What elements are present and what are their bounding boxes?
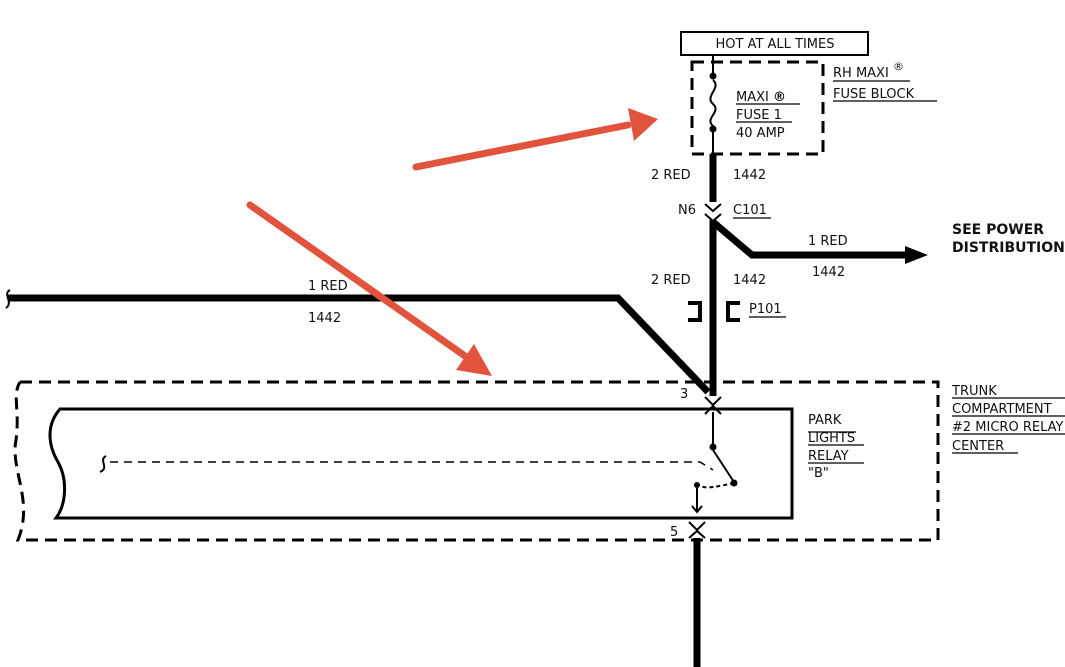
wire-left-break-symbol [5,289,11,309]
annotation-arrow-relay [246,201,492,376]
relay-name-2: LIGHTS [808,431,855,446]
wire-top-circuit: 1442 [733,168,766,183]
c101-pin: N6 [678,203,696,218]
fuse-symbol [709,56,717,154]
relay-coil-symbol [99,455,107,473]
branch-color: 1 RED [808,234,848,249]
hot-at-all-times-label: HOT AT ALL TIMES [680,31,869,56]
relay-body [48,407,794,520]
relay-center-name-2: COMPARTMENT [952,402,1052,417]
relay-name-1: PARK [808,413,842,428]
relay-switch-contact [691,412,738,514]
fuse-block-name: RH MAXI ® [833,60,904,81]
connector-c101 [704,203,722,223]
connector-p101 [688,301,740,322]
fuse-block-outline [690,60,825,156]
wire-left-1-red [8,294,711,395]
power-distribution-text: DISTRIBUTION [952,240,1065,256]
annotation-arrow-fuse [412,108,658,171]
fuse-name: MAXI ® [736,90,786,105]
wire-top-color: 2 RED [651,168,691,183]
c101-name: C101 [733,203,767,218]
hot-label-text: HOT AT ALL TIMES [715,37,834,52]
relay-coil-link [110,461,714,471]
wire-left-color: 1 RED [308,279,348,294]
wire-left-circuit: 1442 [308,311,341,326]
see-power-text: SEE POWER [952,222,1044,238]
relay-pin-out: 5 [670,525,678,540]
relay-center-name-4: CENTER [952,439,1004,454]
relay-name-4: "B" [808,466,829,481]
fuse-block-type: FUSE BLOCK [833,87,915,102]
wire-branch-power-distribution [710,219,905,259]
relay-center-name-1: TRUNK [951,384,997,399]
p101-name: P101 [749,302,782,317]
relay-pin-in: 3 [680,387,688,402]
fuse-rating: 40 AMP [736,126,785,141]
relay-name-3: RELAY [808,449,849,464]
arrow-power-distribution [905,246,928,264]
fuse-number: FUSE 1 [736,108,782,123]
branch-circuit: 1442 [812,265,845,280]
relay-center-outline [13,380,940,542]
relay-center-name-3: #2 MICRO RELAY [952,420,1063,435]
wire-mid-color: 2 RED [651,273,691,288]
wire-mid-circuit: 1442 [733,273,766,288]
